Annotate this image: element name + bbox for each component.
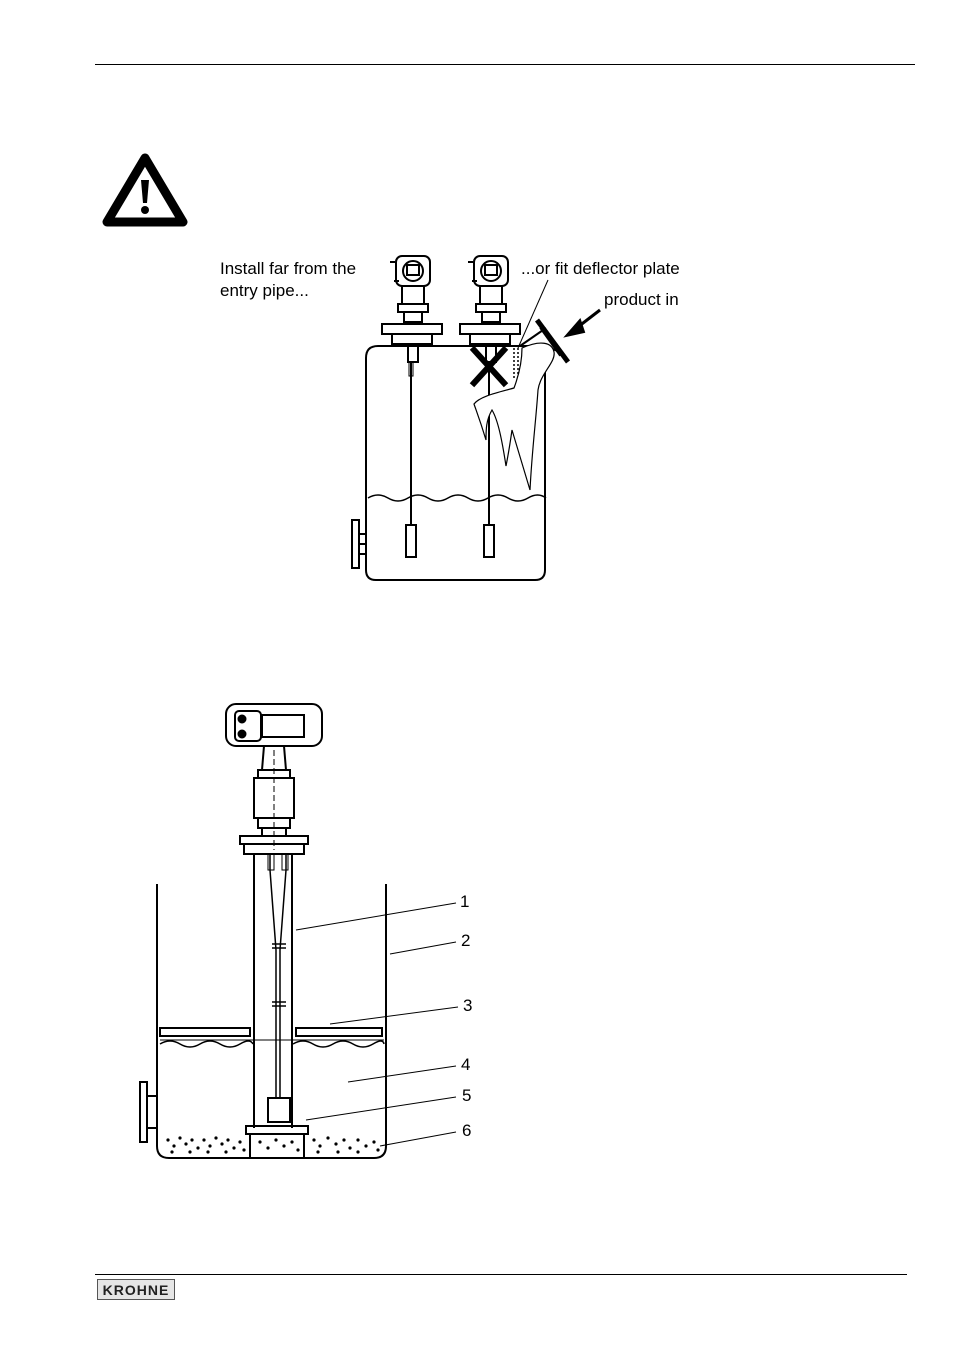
- figure-tank-installation: [352, 256, 600, 580]
- label-install-far: Install far from the entry pipe...: [220, 258, 356, 302]
- krohne-logo: KROHNE: [97, 1279, 175, 1300]
- figure-stilling-well: [140, 704, 458, 1158]
- callout-5: 5: [462, 1086, 471, 1106]
- arrow-icon: [566, 310, 600, 336]
- label-deflector-plate: ...or fit deflector plate: [521, 258, 680, 280]
- footer-rule: [95, 1274, 907, 1275]
- callout-4: 4: [461, 1055, 470, 1075]
- callout-3: 3: [463, 996, 472, 1016]
- callout-1: 1: [460, 892, 469, 912]
- right-level-transmitter: [460, 256, 520, 557]
- callout-2: 2: [461, 931, 470, 951]
- header-rule: [95, 64, 915, 65]
- callout-6: 6: [462, 1121, 471, 1141]
- left-level-transmitter: [382, 256, 442, 557]
- warning-icon: [107, 158, 183, 222]
- label-product-in: product in: [604, 289, 679, 311]
- cross-mark-icon: [474, 350, 504, 383]
